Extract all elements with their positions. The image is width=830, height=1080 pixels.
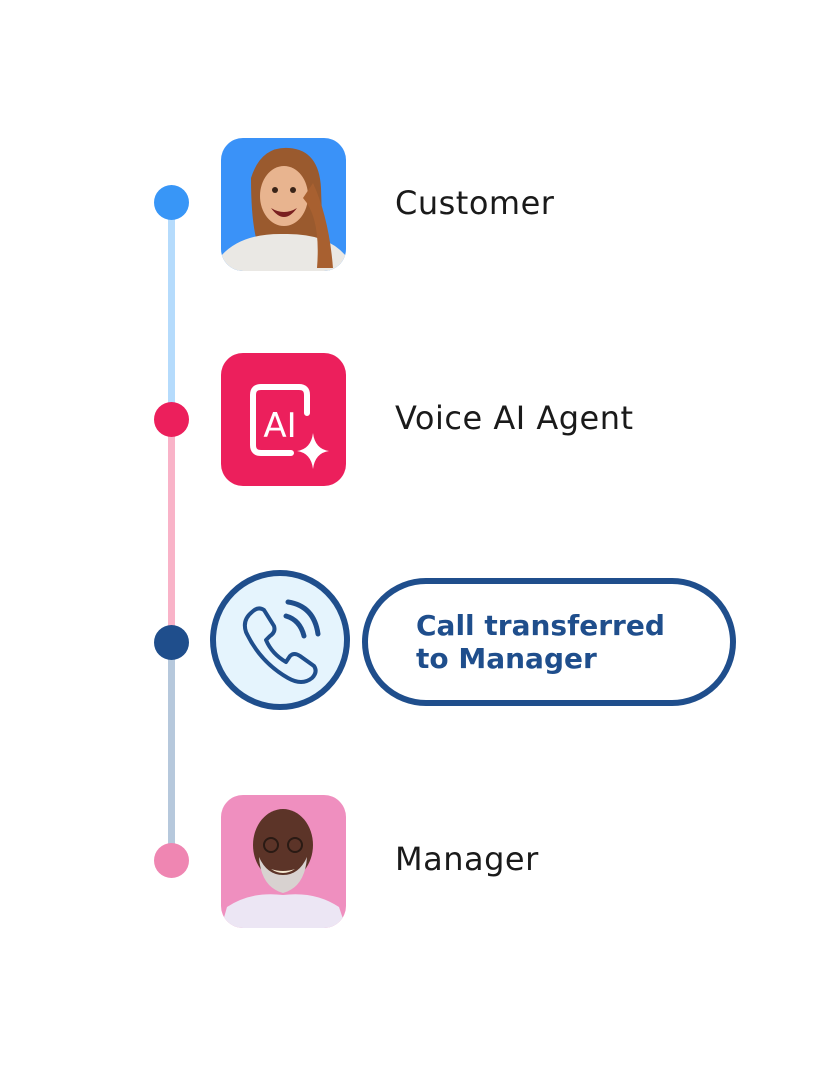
call-transferred-line1: Call transferred — [416, 609, 665, 642]
voice-ai-agent-tile: AI — [221, 353, 346, 486]
step-label-manager: Manager — [395, 840, 539, 878]
timeline-line-transfer — [168, 642, 175, 860]
ai-sparkle-icon: AI — [250, 384, 329, 469]
timeline-dot-customer — [154, 185, 189, 220]
phone-icon-badge — [210, 570, 350, 710]
phone-ringing-icon — [242, 599, 321, 684]
call-transferred-badge: Call transferred to Manager — [362, 578, 736, 706]
customer-photo — [221, 147, 346, 271]
step-label-voice-ai-agent: Voice AI Agent — [395, 399, 634, 437]
step-label-customer: Customer — [395, 184, 555, 222]
manager-photo — [221, 809, 346, 928]
timeline-line-customer — [168, 212, 175, 420]
timeline-dot-manager — [154, 843, 189, 878]
svg-text:AI: AI — [263, 406, 296, 446]
call-transferred-line2: to Manager — [416, 642, 597, 675]
timeline-line-agent — [168, 420, 175, 642]
manager-avatar — [221, 795, 346, 928]
customer-avatar — [221, 138, 346, 271]
timeline-dot-agent — [154, 402, 189, 437]
timeline-dot-transfer — [154, 625, 189, 660]
